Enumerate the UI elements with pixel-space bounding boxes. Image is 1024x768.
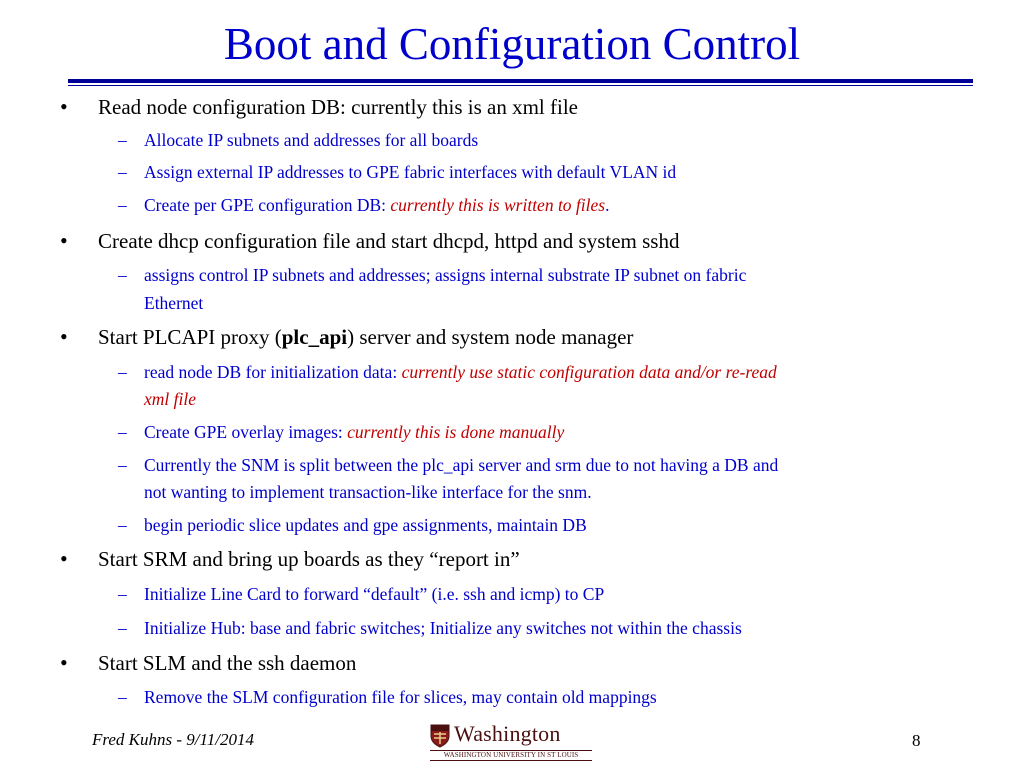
sub-text: Create GPE overlay images: currently thi… xyxy=(144,418,974,446)
sub-text: Ethernet xyxy=(144,293,204,313)
shield-icon xyxy=(430,724,450,748)
logo-wordmark: Washington xyxy=(454,721,561,746)
bullet-text-bold: plc_api xyxy=(281,325,348,349)
sub-text-plain: Create per GPE configuration DB: xyxy=(144,195,391,215)
sub-text: Initialize Line Card to forward “default… xyxy=(144,584,605,604)
sub-text: assigns control IP subnets and addresses… xyxy=(144,265,747,285)
sub-text: Create per GPE configuration DB: current… xyxy=(144,191,974,219)
sub-text: Remove the SLM configuration file for sl… xyxy=(144,687,657,707)
title-rule-thick xyxy=(68,79,973,83)
sub-text-emphasis: currently this is done manually xyxy=(347,422,565,442)
sub-text: Currently the SNM is split between the p… xyxy=(144,455,779,475)
bullet-glyph: • xyxy=(60,324,68,349)
bullet-glyph: • xyxy=(60,228,68,253)
dash-glyph: – xyxy=(118,515,127,535)
dash-glyph: – xyxy=(118,162,127,182)
dash-glyph: – xyxy=(118,455,127,475)
dash-glyph: – xyxy=(118,687,127,707)
sub-text: not wanting to implement transaction-lik… xyxy=(144,482,592,502)
bullet-text-plain: ) server and system node manager xyxy=(347,325,634,349)
dash-glyph: – xyxy=(118,265,127,285)
dash-glyph: – xyxy=(118,618,127,638)
sub-text: Allocate IP subnets and addresses for al… xyxy=(144,130,479,150)
footer-author-date: Fred Kuhns - 9/11/2014 xyxy=(92,730,254,749)
dash-glyph: – xyxy=(118,130,127,150)
bullet-glyph: • xyxy=(60,94,68,119)
slide-title: Boot and Configuration Control xyxy=(223,19,801,69)
sub-text-plain: Create GPE overlay images: xyxy=(144,422,348,442)
sub-text-emphasis: currently this is written to files xyxy=(390,195,606,215)
sub-text: read node DB for initialization data: cu… xyxy=(144,358,974,386)
bullet-text: Start SRM and bring up boards as they “r… xyxy=(98,547,520,571)
sub-text-emphasis: currently use static configuration data … xyxy=(401,362,777,382)
bullet-glyph: • xyxy=(60,650,68,675)
sub-text-plain: read node DB for initialization data: xyxy=(144,362,402,382)
university-logo: Washington WASHINGTON UNIVERSITY IN ST L… xyxy=(430,721,595,762)
bullet-text: Read node configuration DB: currently th… xyxy=(98,95,578,119)
sub-text: begin periodic slice updates and gpe ass… xyxy=(144,515,587,535)
page-number: 8 xyxy=(912,731,921,750)
logo-subtitle: WASHINGTON UNIVERSITY IN ST LOUIS xyxy=(430,750,592,761)
sub-text-tail: . xyxy=(605,195,610,215)
dash-glyph: – xyxy=(118,195,127,215)
bullet-text: Create dhcp configuration file and start… xyxy=(98,229,680,253)
bullet-glyph: • xyxy=(60,546,68,571)
title-rule-thin xyxy=(68,85,973,86)
bullet-text: Start SLM and the ssh daemon xyxy=(98,651,357,675)
bullet-text-plain: Start PLCAPI proxy ( xyxy=(98,325,282,349)
dash-glyph: – xyxy=(118,362,127,382)
dash-glyph: – xyxy=(118,584,127,604)
bullet-text: Start PLCAPI proxy (plc_api) server and … xyxy=(98,324,984,350)
dash-glyph: – xyxy=(118,422,127,442)
sub-text-emphasis: xml file xyxy=(144,389,196,409)
sub-text: Assign external IP addresses to GPE fabr… xyxy=(144,162,677,182)
sub-text: Initialize Hub: base and fabric switches… xyxy=(144,618,742,638)
